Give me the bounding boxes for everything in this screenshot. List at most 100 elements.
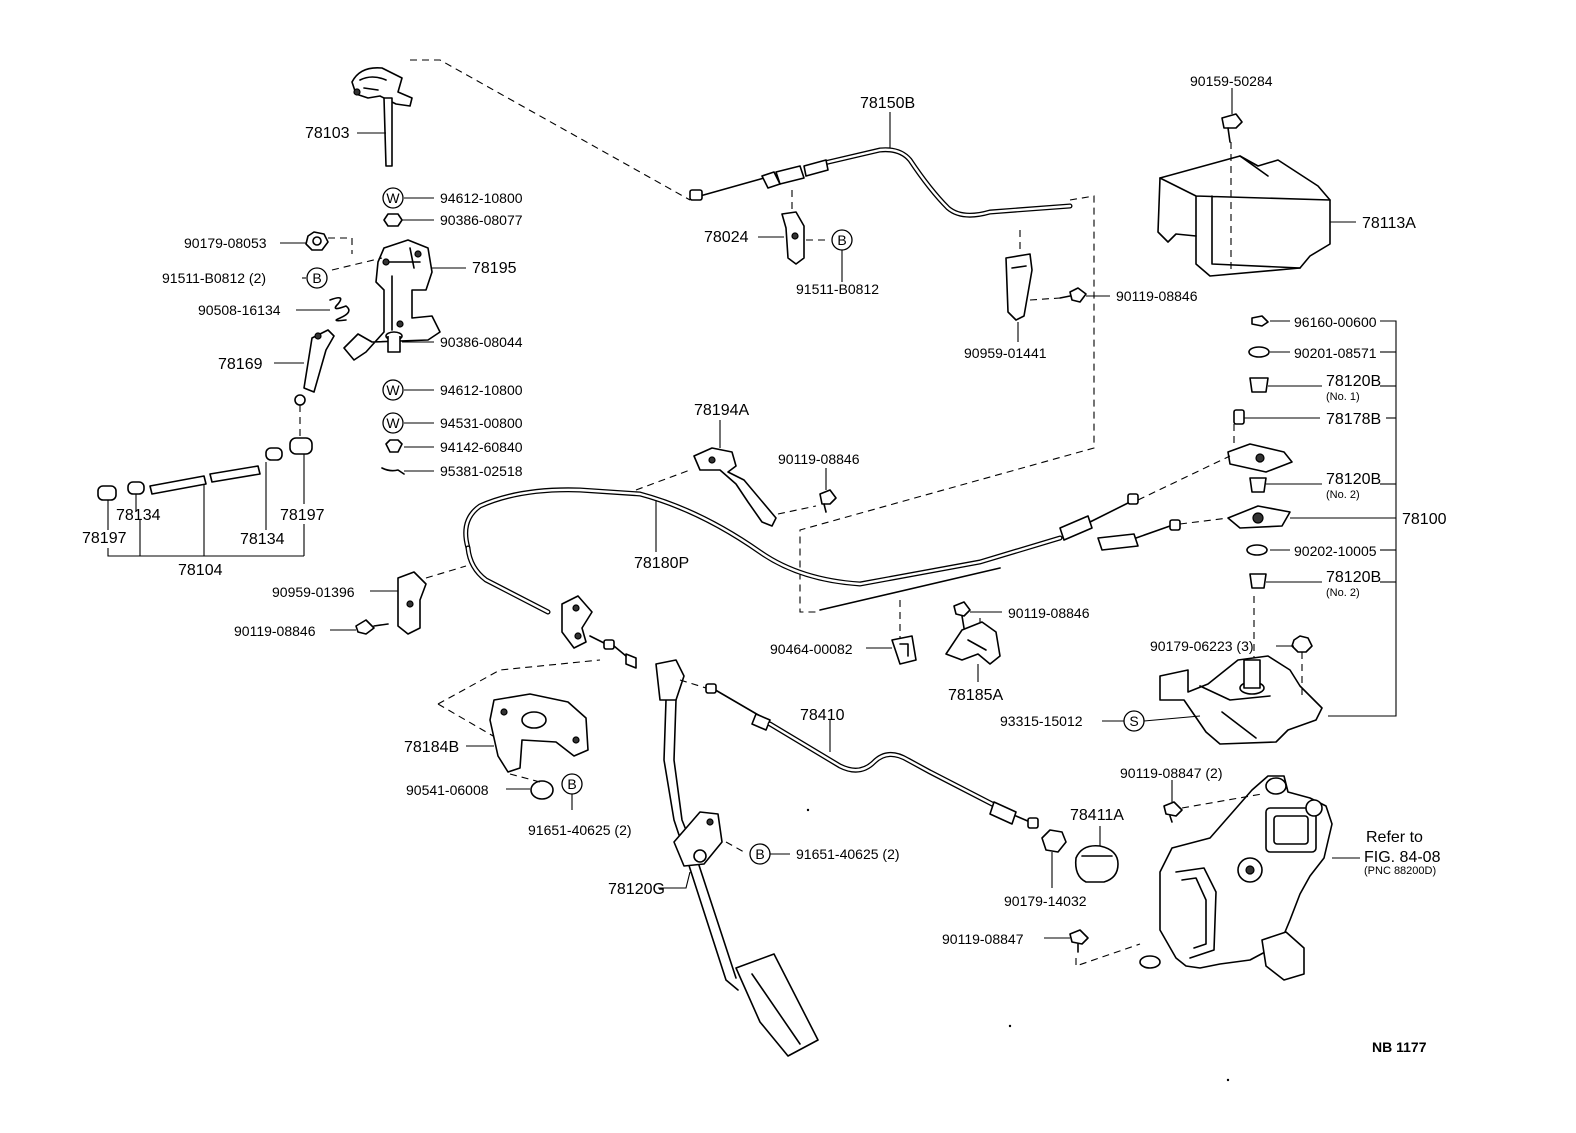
cable-end-bracket [561, 595, 637, 669]
part-label-p78178b: 78178B [1326, 411, 1381, 428]
nut-90179-06223 [1291, 635, 1313, 653]
bracket-78194A [693, 447, 777, 527]
part-label-p90119-08847-b: 90119-08847 [942, 931, 1024, 947]
part-label-p90179-06223: 90179-06223 (3) [1150, 638, 1254, 654]
part-label-p90959-01441: 90959-01441 [964, 345, 1047, 361]
part-label-p78120b-1-sub: (No. 1) [1326, 391, 1360, 403]
part-label-washer: W [386, 190, 400, 206]
clip-90464 [891, 635, 917, 665]
cable-78410 [705, 683, 1039, 829]
spring-90508 [329, 296, 350, 322]
washer-badge-1: W [382, 187, 404, 209]
washer-badge-3: W [382, 412, 404, 434]
bolt-90119-08846-b [819, 489, 837, 513]
part-label-p90541: 90541-06008 [406, 782, 489, 798]
part-label-p78184b: 78184B [404, 739, 459, 756]
cap-78411A [1074, 844, 1119, 883]
part-label-p91511-b0812: 91511-B0812 [796, 281, 879, 297]
bolt-90119-08847-a [1163, 801, 1183, 823]
bolt-90159-50284 [1221, 113, 1243, 143]
washer-badge-2: W [382, 379, 404, 401]
part-label-p90508: 90508-16134 [198, 302, 281, 318]
part-label-p90119-08846-b: 90119-08846 [778, 451, 860, 467]
part-label-p78104: 78104 [178, 562, 223, 579]
part-label-p78180p: 78180P [634, 555, 689, 572]
cable-78150B [689, 147, 1073, 218]
part-label-p78120b-2-sub: (No. 2) [1326, 489, 1360, 501]
part-label-p94612-b: 94612-10800 [440, 382, 523, 398]
cover-78113A [1157, 155, 1331, 277]
part-label-p91651-b: 91651-40625 (2) [796, 846, 900, 862]
part-label-p78185a: 78185A [948, 687, 1003, 704]
part-label-p91511-b0812-2: 91511-B0812 (2) [162, 270, 266, 286]
bolt-90119-08846-c [355, 619, 389, 635]
lever-78103 [351, 66, 413, 167]
part-label-bolt: B [567, 776, 576, 792]
part-label-p90959-01396: 90959-01396 [272, 584, 355, 600]
part-label-screw: S [1129, 713, 1138, 729]
part-label-p78024: 78024 [704, 229, 749, 246]
bolt-90119-08846-a [1059, 287, 1087, 303]
part-label-p91651-a: 91651-40625 (2) [528, 822, 632, 838]
reference-note: Refer to FIG. 84-08 (PNC 88200D) [1364, 829, 1441, 877]
bolt-badge-2: B [831, 229, 853, 251]
part-label-p90159: 90159-50284 [1190, 73, 1273, 89]
clip-90959-01441 [1005, 253, 1033, 321]
stack-parts [1227, 315, 1293, 589]
part-label-p78120b-1: 78120B [1326, 373, 1381, 390]
part-label-p90201: 90201-08571 [1294, 345, 1377, 361]
part-label-bolt: B [312, 270, 321, 286]
bracket-78185A [945, 621, 1001, 665]
part-label-p90202: 90202-10005 [1294, 543, 1377, 559]
part-label-p90386-08044: 90386-08044 [440, 334, 523, 350]
nut-90386-08077 [383, 213, 403, 227]
part-label-p78197-b: 78197 [280, 507, 325, 524]
part-label-p78134-a: 78134 [116, 507, 161, 524]
diagram-code: NB 1177 [1372, 1039, 1427, 1055]
part-label-p78120b-3: 78120B [1326, 569, 1381, 586]
part-label-p96160: 96160-00600 [1294, 314, 1377, 330]
part-label-p78103: 78103 [305, 125, 350, 142]
arm-78169 [294, 329, 335, 406]
bolt-90119-08846-d [953, 601, 971, 629]
pin-90386-08044 [385, 331, 403, 353]
part-label-bolt: B [755, 846, 764, 862]
part-label-p94612-a: 94612-10800 [440, 190, 523, 206]
nut-90179-08053 [305, 231, 329, 251]
part-label-p90464: 90464-00082 [770, 641, 853, 657]
bracket-78184B [489, 693, 589, 773]
nut-94142-60840 [385, 439, 403, 453]
part-label-p78411a: 78411A [1070, 807, 1124, 824]
screw-badge: S [1123, 710, 1145, 732]
part-label-p78134-b: 78134 [240, 531, 285, 548]
part-label-line1: Refer to [1366, 829, 1423, 846]
cable-78180P [463, 487, 1181, 615]
part-label-line3: (PNC 88200D) [1364, 865, 1436, 877]
part-label-p90119-08847-a: 90119-08847 (2) [1120, 765, 1222, 781]
part-label-p78113a: 78113A [1362, 215, 1416, 232]
throttle-body [1139, 775, 1333, 981]
part-label-bolt: B [837, 232, 846, 248]
part-label-p95381: 95381-02518 [440, 463, 523, 479]
clip-90959-01396 [397, 571, 427, 635]
part-label-p78120b-3-sub: (No. 2) [1326, 587, 1360, 599]
part-label-p90179-08053: 90179-08053 [184, 235, 267, 251]
cap-90541 [530, 780, 554, 800]
part-label-p90179-14032: 90179-14032 [1004, 893, 1087, 909]
bolt-badge-1: B [306, 267, 328, 289]
part-label-p90119-08846-d: 90119-08846 [1008, 605, 1090, 621]
part-label-p78195: 78195 [472, 260, 517, 277]
clip-95381 [381, 467, 405, 475]
part-label-p90119-08846-a: 90119-08846 [1116, 288, 1198, 304]
part-label-p78120g: 78120G [608, 881, 665, 898]
bracket-78195 [343, 239, 441, 361]
part-label-p90386-08077: 90386-08077 [440, 212, 523, 228]
nut-90179-14032 [1041, 829, 1067, 853]
part-label-p94531: 94531-00800 [440, 415, 523, 431]
bolt-90119-08847-b [1069, 929, 1089, 953]
part-label-washer: W [386, 415, 400, 431]
bolt-badge-4: B [749, 843, 771, 865]
part-label-washer: W [386, 382, 400, 398]
part-label-p78410: 78410 [800, 707, 845, 724]
